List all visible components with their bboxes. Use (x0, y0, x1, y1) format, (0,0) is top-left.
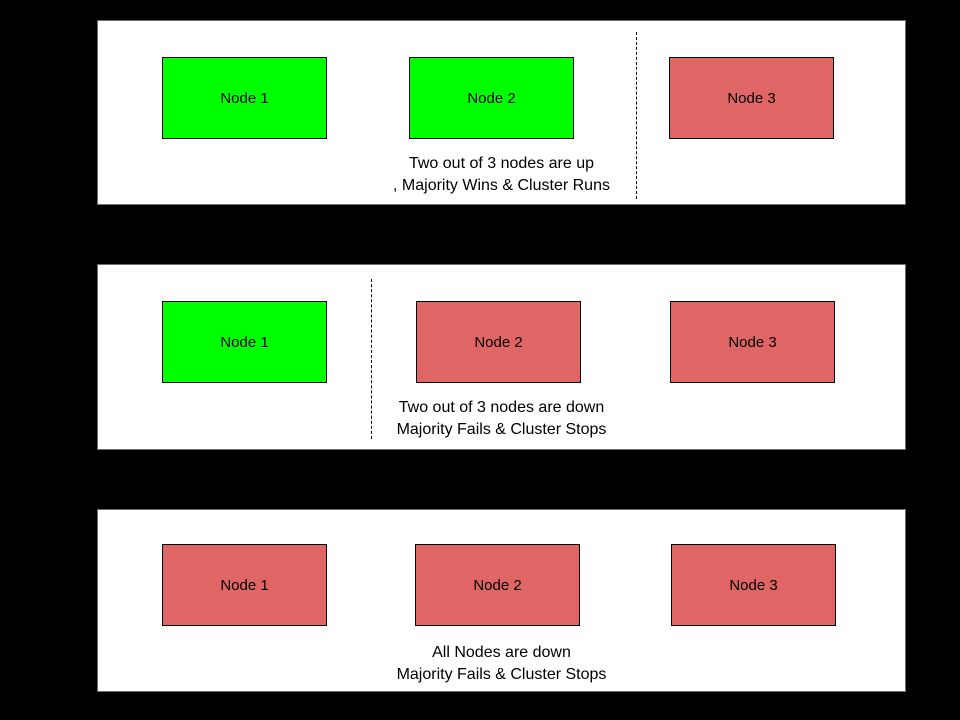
node-label: Node 3 (728, 333, 777, 351)
node-box: Node 2 (416, 301, 581, 383)
node-box: Node 3 (671, 544, 836, 626)
node-label: Node 3 (729, 576, 778, 594)
node-box: Node 2 (415, 544, 580, 626)
node-box: Node 3 (670, 301, 835, 383)
caption-line-1: Two out of 3 nodes are up (408, 155, 594, 172)
node-label: Node 3 (727, 89, 776, 107)
node-label: Node 2 (474, 333, 523, 351)
caption: Two out of 3 nodes are up , Majority Win… (98, 153, 905, 197)
caption-line-2: , Majority Wins & Cluster Runs (393, 177, 610, 194)
caption-line-2: Majority Fails & Cluster Stops (396, 421, 607, 438)
partition-divider (371, 279, 372, 439)
node-box: Node 1 (162, 57, 327, 139)
caption: Two out of 3 nodes are down Majority Fai… (98, 397, 905, 441)
node-box: Node 1 (162, 544, 327, 626)
node-box: Node 2 (409, 57, 574, 139)
node-box: Node 3 (669, 57, 834, 139)
node-label: Node 2 (467, 89, 516, 107)
node-label: Node 1 (220, 576, 269, 594)
node-label: Node 1 (220, 89, 269, 107)
partition-divider (636, 32, 637, 199)
scenario-panel-all-down: Node 1 Node 2 Node 3 All Nodes are down … (97, 509, 906, 692)
caption: All Nodes are down Majority Fails & Clus… (98, 642, 905, 686)
node-label: Node 2 (473, 576, 522, 594)
scenario-panel-two-down: Node 1 Node 2 Node 3 Two out of 3 nodes … (97, 264, 906, 450)
caption-line-2: Majority Fails & Cluster Stops (396, 666, 607, 683)
node-box: Node 1 (162, 301, 327, 383)
caption-line-1: All Nodes are down (432, 644, 571, 661)
node-label: Node 1 (220, 333, 269, 351)
caption-line-1: Two out of 3 nodes are down (398, 399, 605, 416)
scenario-panel-two-up: Node 1 Node 2 Node 3 Two out of 3 nodes … (97, 20, 906, 205)
